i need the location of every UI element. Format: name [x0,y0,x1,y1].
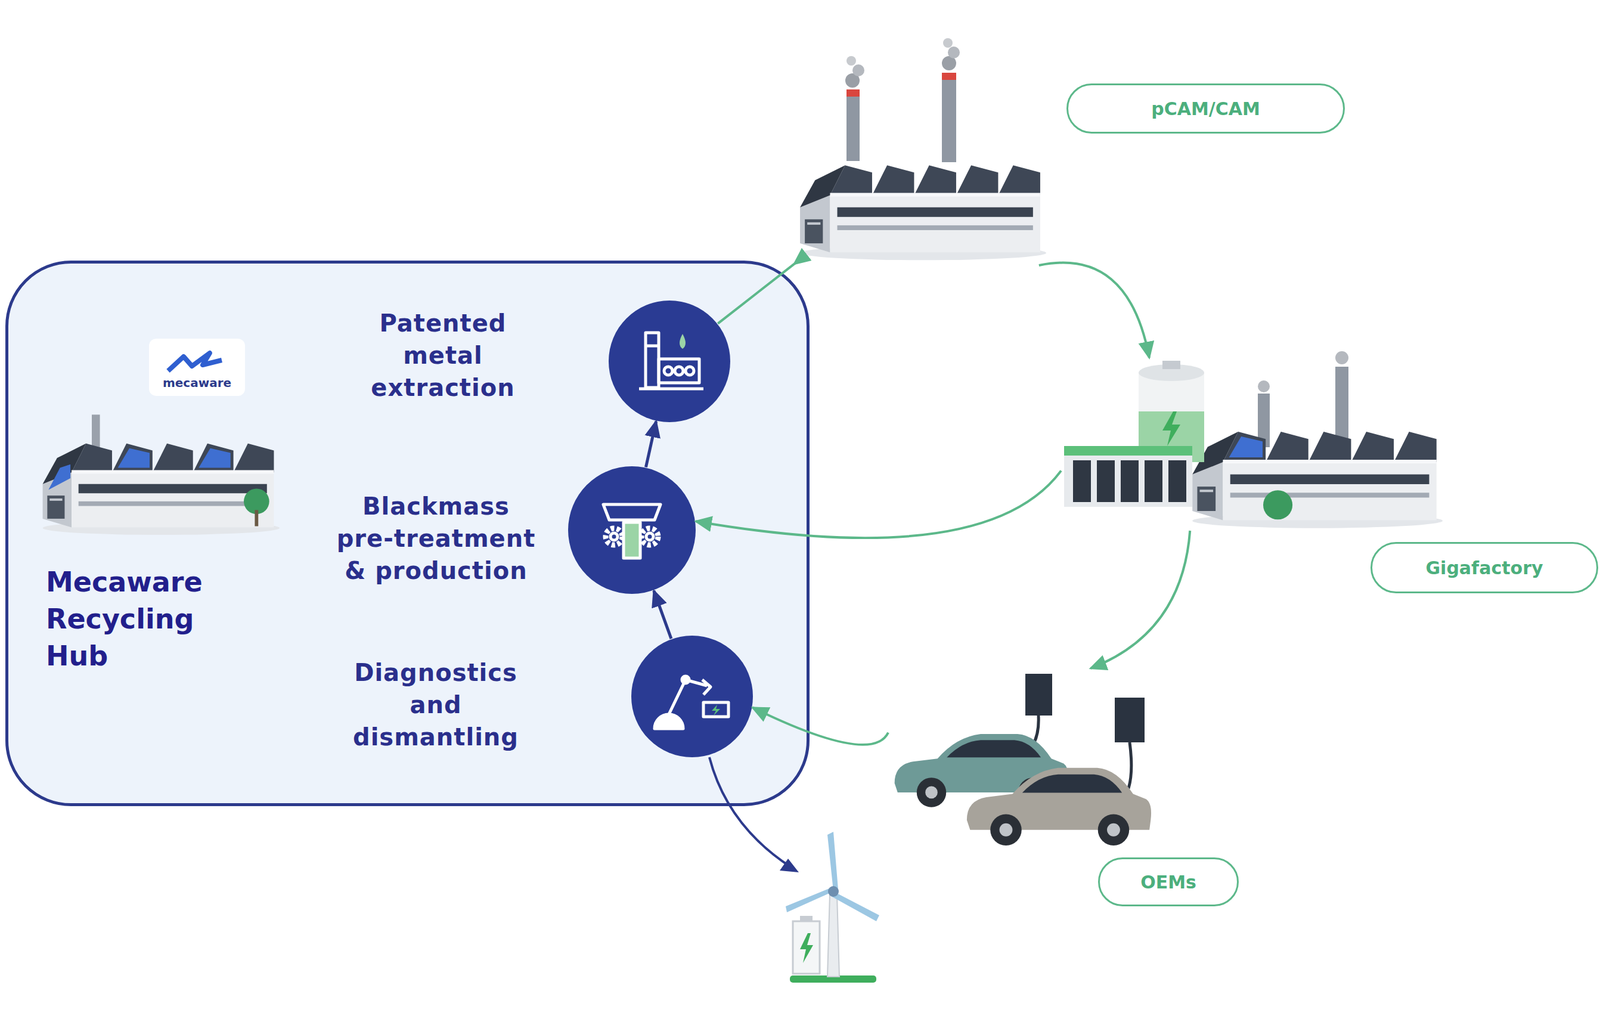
flow-arrow [1039,262,1150,358]
circle-fill [568,466,696,594]
stage-pill: OEMs [1098,857,1239,907]
circle-outline [608,299,731,423]
flow-arrow [1090,530,1190,669]
circle-fill [608,300,731,423]
step-label: Patented metal extraction [353,307,533,404]
hub-title: Mecaware Recycling Hub [45,563,243,675]
logo-text: mecaware [149,375,246,390]
step-label: Blackmass pre-treatment & production [333,490,539,587]
stage-pill: pCAM/CAM [1066,83,1345,134]
circle-fill [631,635,753,758]
circle-outline [630,634,754,758]
stage-pill: Gigafactory [1370,541,1599,594]
step-label: Diagnostics and dismantling [346,656,526,753]
process-circle: Diagnostics and dismantling [630,634,754,758]
process-circle: Patented metal extraction [608,299,731,423]
